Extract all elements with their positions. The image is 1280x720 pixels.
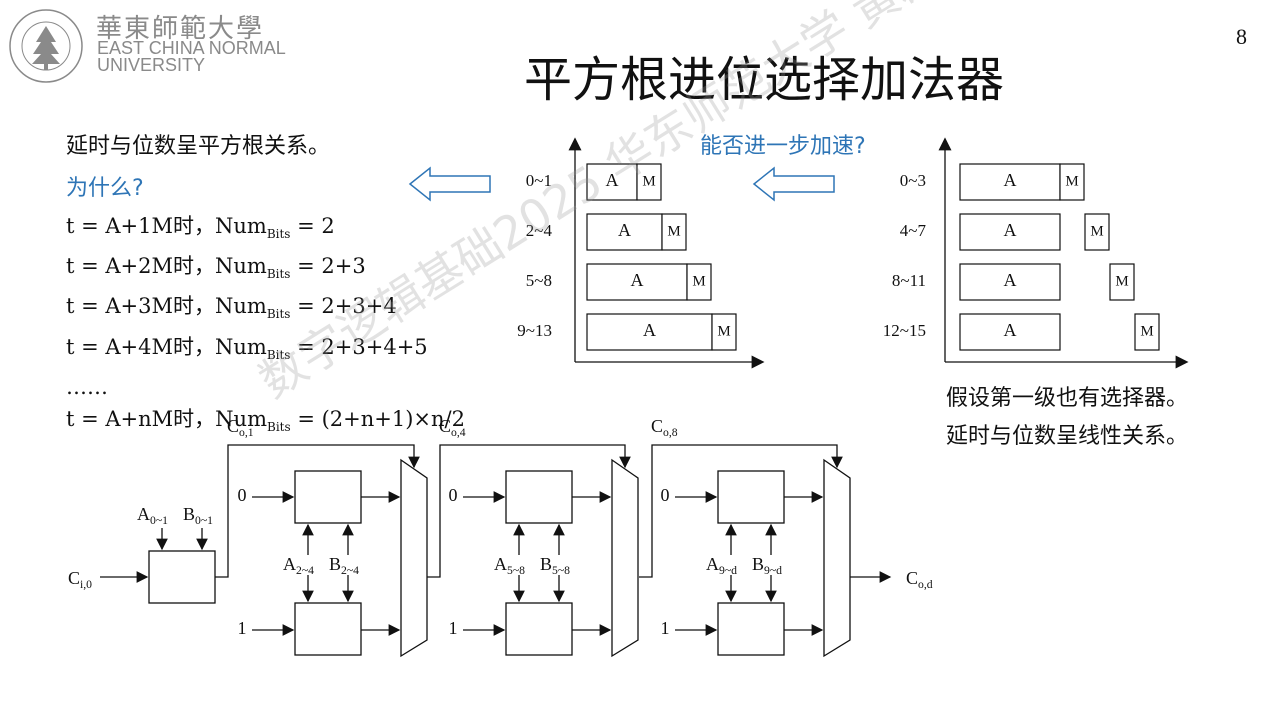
input-a-label: A0~1: [137, 504, 168, 527]
row-label: 0~3: [900, 171, 926, 190]
wire: [427, 444, 631, 578]
mux-block: [1084, 213, 1110, 251]
stage-adder-carry1: [505, 602, 573, 656]
mux-label: M: [1140, 323, 1153, 339]
carry-out-label: Co,8: [651, 416, 678, 439]
stage-input-b-label: B9~d: [752, 554, 782, 577]
formula-line: t = A+4M时，NumBits = 2+3+4+5: [66, 334, 428, 362]
mux-label: M: [667, 223, 680, 239]
mux: [611, 458, 639, 658]
logo-chinese-name: 華東師範大學: [96, 14, 265, 44]
mux: [400, 458, 428, 658]
wire: [639, 444, 843, 578]
mux-label: M: [717, 323, 730, 339]
adder-block: [959, 313, 1061, 351]
why-question: 为什么?: [66, 176, 144, 201]
stage-adder-carry0: [505, 470, 573, 524]
formula-list: t = A+1M时，NumBits = 2 t = A+2M时，NumBits =…: [66, 210, 465, 443]
left-arrow-icon: [408, 166, 491, 202]
mux-block: [1134, 313, 1160, 351]
adder-block: [959, 163, 1061, 201]
left-arrow-icon: [752, 166, 835, 202]
adder-label: A: [618, 220, 631, 240]
row-label: 4~7: [900, 221, 927, 240]
formula-line: t = A+3M时，NumBits = 2+3+4: [66, 294, 397, 322]
row-label: 9~13: [517, 321, 552, 340]
adder-label: A: [1004, 220, 1017, 240]
row-label: 0~1: [526, 171, 552, 190]
logo-english-line-2: UNIVERSITY: [97, 55, 206, 75]
mux-label: M: [1090, 223, 1103, 239]
mux-block: [1109, 263, 1135, 301]
adder-label: A: [643, 320, 656, 340]
input-b-label: B0~1: [183, 504, 213, 527]
adder-label: A: [1004, 270, 1017, 290]
adder-block: [586, 163, 638, 201]
stage-input-a-label: A9~d: [706, 554, 737, 577]
logo-english-line-1: EAST CHINA NORMAL: [97, 38, 286, 58]
adder-block: [959, 263, 1061, 301]
carry-in-label: Ci,0: [68, 568, 92, 591]
linear-assumption-text: 假设第一级也有选择器。: [946, 386, 1189, 411]
adder-label: A: [1004, 170, 1017, 190]
university-seal-icon: [9, 9, 83, 83]
mux-label: M: [692, 273, 705, 289]
adder-label: A: [606, 170, 619, 190]
carry-out-label: Co,4: [439, 416, 466, 439]
carry-zero-label: 0: [661, 485, 670, 505]
adder-block: [959, 213, 1061, 251]
row-label: 8~11: [892, 271, 926, 290]
adder-block: [586, 263, 688, 301]
adder-label: A: [1004, 320, 1017, 340]
first-adder-block: [148, 550, 216, 604]
row-label: 2~4: [526, 221, 553, 240]
formula-line: ……: [66, 374, 108, 399]
linear-relation-text: 延时与位数呈线性关系。: [946, 424, 1189, 449]
mux-label: M: [642, 173, 655, 189]
mux-block: [686, 263, 712, 301]
carry-zero-label: 0: [449, 485, 458, 505]
stage-input-a-label: A5~8: [494, 554, 525, 577]
carry-out-final-label: Co,d: [906, 568, 933, 591]
stage-input-b-label: B2~4: [329, 554, 359, 577]
row-label: 5~8: [526, 271, 552, 290]
mux-block: [636, 163, 662, 201]
mux: [823, 458, 851, 658]
stage-adder-carry1: [717, 602, 785, 656]
mux-block: [1059, 163, 1085, 201]
carry-out-label: Co,1: [227, 416, 254, 439]
page-number: 8: [1236, 24, 1247, 49]
mux-block: [711, 313, 737, 351]
stage-adder-carry1: [294, 602, 362, 656]
stage-input-a-label: A2~4: [283, 554, 314, 577]
carry-select-circuit: Ci,0 A0~1 B0~1 0 1 A2~4 B2~4 Co,1 0 1 A5~8 B5~8 Co,4…: [68, 416, 933, 658]
stage-adder-carry0: [717, 470, 785, 524]
formula-line: t = A+nM时，NumBits = (2+n+1)×n/2: [66, 406, 465, 434]
formula-line: t = A+2M时，NumBits = 2+3: [66, 254, 366, 282]
sqrt-relation-text: 延时与位数呈平方根关系。: [66, 134, 331, 159]
row-label: 12~15: [883, 321, 926, 340]
speedup-question: 能否进一步加速?: [700, 134, 866, 159]
adder-label: A: [631, 270, 644, 290]
slide-title: 平方根进位选择加法器: [524, 52, 1005, 108]
carry-zero-label: 0: [238, 485, 247, 505]
carry-one-label: 1: [238, 618, 247, 638]
mux-block: [661, 213, 687, 251]
wire: [215, 444, 420, 578]
stage-adder-carry0: [294, 470, 362, 524]
formula-line: t = A+1M时，NumBits = 2: [66, 214, 335, 242]
stage-input-b-label: B5~8: [540, 554, 570, 577]
mux-label: M: [1065, 173, 1078, 189]
carry-one-label: 1: [661, 618, 670, 638]
carry-one-label: 1: [449, 618, 458, 638]
mux-label: M: [1115, 273, 1128, 289]
